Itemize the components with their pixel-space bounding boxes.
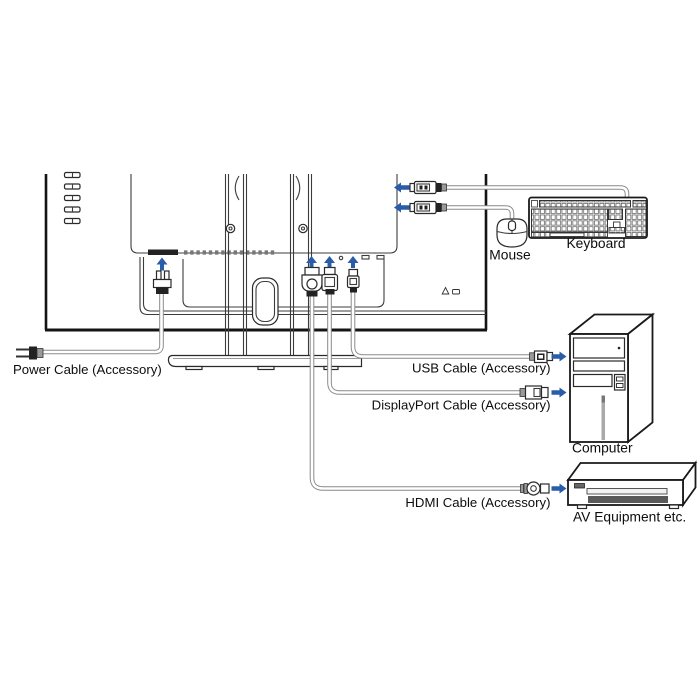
labels: Power Cable (Accessory) USB Cable (Acces… [13,236,686,525]
esc-key [531,200,538,208]
usb-left-arrow-icon [394,202,410,213]
stand-foot [185,365,203,371]
numpad [625,208,647,237]
usb-b-connector-monitor [346,268,360,293]
recess-outer-outline [139,257,486,316]
hdmi-up-arrow-icon [306,256,317,267]
cable-hole-inner [255,280,276,323]
wall-plug [16,346,44,360]
audio-port-icon [338,255,344,261]
hdmi-cable [301,256,567,496]
port-icon [361,254,370,260]
hdmi-connector-device [520,481,550,496]
screw-icon [298,223,308,234]
eject-button [617,346,621,350]
reset-button [616,383,624,388]
hdmi-connector-monitor [301,266,323,297]
stand-foot [257,365,275,371]
front-groove-cap [601,395,605,403]
lock-slot-icon [441,286,450,295]
displayport-cable [321,256,567,400]
mouse-label: Mouse [489,248,531,263]
displayport-connector-device [519,385,549,400]
displayport-connector-monitor [321,266,339,295]
power-connector [152,270,172,294]
computer-tower [567,312,656,444]
main-key-block [531,208,608,233]
av-top [566,462,698,481]
av-disc-tray [588,496,668,503]
displayport-up-arrow-icon [324,256,335,267]
av-equipment-label: AV Equipment etc. [573,510,686,525]
port-icon [376,254,385,260]
control-button [63,217,81,225]
mouse-usb-cable [394,200,515,220]
av-foot [668,504,680,510]
scroll-wheel [507,220,517,232]
mouse [496,218,528,248]
av-power-button [574,483,585,489]
power-cable [16,257,172,360]
av-equipment [566,460,698,510]
power-up-arrow-icon [156,257,168,271]
control-button [63,183,81,190]
usb-left-arrow-icon [394,182,410,193]
power-cable-label: Power Cable (Accessory) [13,362,162,377]
keyboard-label: Keyboard [566,236,625,251]
control-button [63,194,81,202]
keyboard [528,196,648,239]
usb-connector-side [409,180,447,195]
monitor-stand-base [167,354,363,371]
back-cover-marks [441,286,460,295]
spacebar [549,232,585,237]
hdmi-right-arrow-icon [551,483,567,494]
usb-cable [346,256,567,364]
screw-center [300,226,306,231]
power-inlet-slot [148,249,178,255]
stand-neck [224,174,313,356]
control-button [63,171,81,179]
computer-label: Computer [572,441,633,456]
monitor-inner-panel [130,174,398,254]
usb-connector-side [409,200,447,215]
displayport-right-arrow-icon [551,387,567,398]
recess-raised-panel [182,259,385,308]
recess-inner-outline [142,257,486,312]
label-icon [452,289,460,295]
front-groove [601,395,605,440]
cable-hole-outer [251,277,279,326]
arrow-up-key [613,221,621,228]
monitor-rear-view [44,171,488,356]
hinge-arc [234,175,240,201]
drive-bay [572,337,626,359]
hinge-arc [295,175,301,201]
function-key-row [539,200,631,208]
port-marks [338,254,385,261]
floppy-bay [572,373,613,388]
arrow-keys [608,227,625,234]
screw-icon [225,223,236,234]
monitor-control-buttons [63,171,81,225]
screw-center [228,226,233,231]
hdmi-cable-label: HDMI Cable (Accessory) [405,495,550,510]
nav-key-cluster [608,208,623,220]
av-display-slot [586,488,668,495]
control-button [63,206,81,213]
system-keys [632,200,647,208]
displayport-cable-label: DisplayPort Cable (Accessory) [372,398,551,413]
usb-right-arrow-icon [551,351,567,362]
keyboard-usb-cable [394,180,630,200]
av-foot [576,504,588,510]
button-panel [613,373,626,391]
usb-up-arrow-icon [347,256,359,268]
drive-bay [572,360,626,372]
power-button [616,376,624,382]
tower-side [627,312,654,444]
usb-cable-label: USB Cable (Accessory) [412,361,551,376]
